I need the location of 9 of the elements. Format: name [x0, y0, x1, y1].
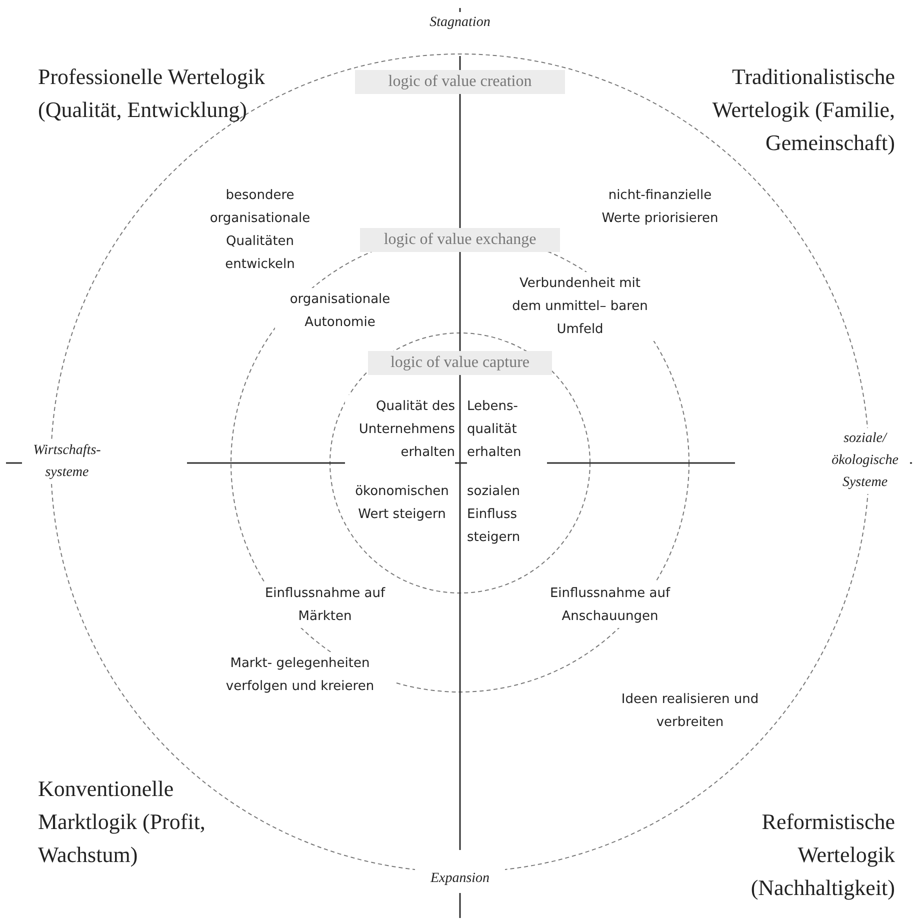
band-label: logic of value exchange — [360, 228, 560, 252]
band-label: logic of value capture — [368, 351, 552, 375]
value-label: Qualität des Unternehmens erhalten — [345, 395, 455, 464]
value-label: Verbundenheit mit dem unmittel– baren Umfeld — [505, 272, 655, 341]
quadrant-title: Konventionelle Marktlogik (Profit, Wachstum) — [38, 775, 206, 869]
quadrant-title: Reformistische Wertelogik (Nachhaltigkeit) — [750, 808, 895, 902]
quadrant-title: Professionelle Wertelogik (Qualität, Entwicklung) — [38, 63, 266, 124]
quadrant-title: Traditionalistische Wertelogik (Familie, Gemeinschaft) — [711, 63, 895, 157]
band-label: logic of value creation — [355, 70, 565, 94]
